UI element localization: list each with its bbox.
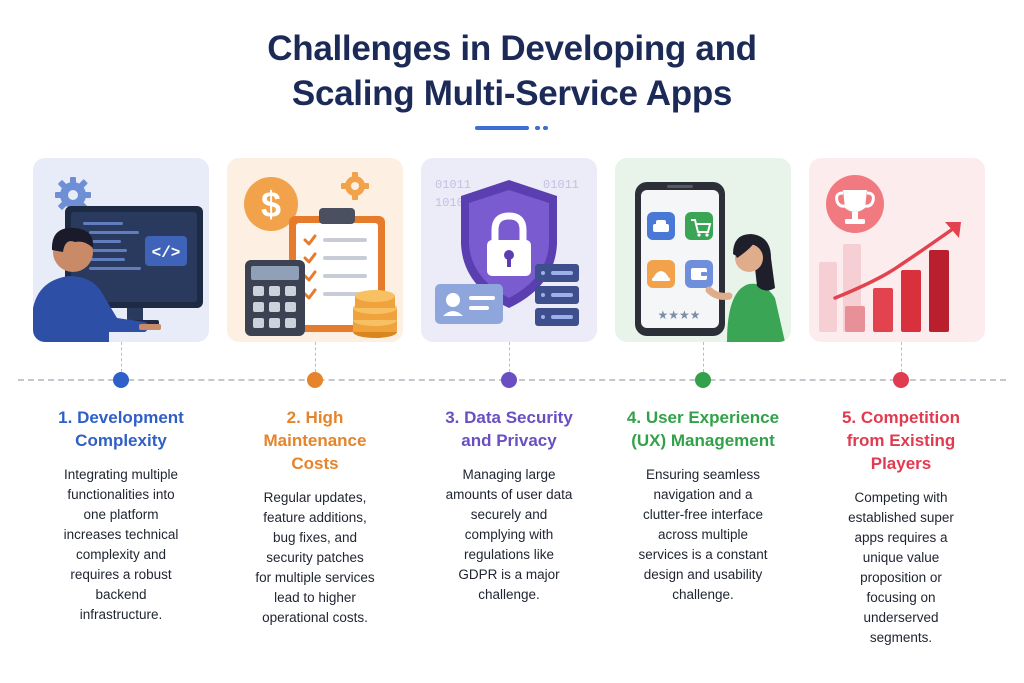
- step-description: Ensuring seamless navigation and a clutt…: [638, 467, 768, 602]
- step-description: Managing large amounts of user data secu…: [445, 467, 573, 602]
- dollar-coin-icon: $: [244, 177, 298, 231]
- card-development-complexity: </>: [33, 158, 209, 342]
- server-icon: [535, 264, 579, 326]
- title-accent-bar: [475, 126, 529, 130]
- step-user-experience: 4. User Experience (UX) Management Ensur…: [608, 406, 798, 605]
- step-development-complexity: 1. Development Complexity Integrating mu…: [26, 406, 216, 625]
- monitor-icon: </>: [65, 206, 203, 326]
- card-high-maintenance-costs: $: [227, 158, 403, 342]
- step-title: 3. Data Security and Privacy: [445, 408, 573, 450]
- timeline-connector: [703, 342, 704, 372]
- card-competition: [809, 158, 985, 342]
- step-title: 2. High Maintenance Costs: [263, 408, 367, 473]
- timeline-connector: [121, 342, 122, 372]
- woman-person: [705, 234, 785, 342]
- coin-stack-icon: [353, 290, 397, 338]
- gear-icon: [341, 172, 369, 200]
- step-title: 4. User Experience (UX) Management: [626, 408, 780, 450]
- page-title-line-1: Challenges in Developing and: [267, 29, 757, 68]
- title-accent-dot: [543, 126, 548, 130]
- calculator-icon: [245, 260, 305, 336]
- timeline-node-2: [307, 372, 323, 388]
- step-competition: 5. Competition from Existing Players Com…: [806, 406, 996, 648]
- timeline-connector: [509, 342, 510, 372]
- code-icon: </>: [152, 244, 181, 262]
- timeline-connector: [901, 342, 902, 372]
- step-description: Regular updates, feature additions, bug …: [255, 490, 375, 625]
- svg-text:01011: 01011: [543, 178, 579, 192]
- food-service-icon: [647, 260, 675, 288]
- page-title: Challenges in Developing and Scaling Mul…: [0, 26, 1024, 116]
- shopping-cart-icon: [685, 212, 713, 240]
- car-app-icon: [647, 212, 675, 240]
- timeline-node-3: [501, 372, 517, 388]
- timeline-node-5: [893, 372, 909, 388]
- rating-stars-icon: ★★★★: [657, 308, 700, 322]
- growth-chart-icon: [833, 222, 961, 332]
- timeline-node-1: [113, 372, 129, 388]
- padlock-icon: [487, 212, 531, 276]
- step-description: Integrating multiple functionalities int…: [63, 467, 179, 622]
- step-data-security: 3. Data Security and Privacy Managing la…: [414, 406, 604, 605]
- developer-person: [33, 227, 161, 342]
- wallet-icon: [685, 260, 713, 288]
- competition-illustration: [819, 175, 961, 332]
- maintenance-cost-illustration: $: [244, 172, 397, 338]
- svg-text:$: $: [261, 184, 281, 225]
- id-card-icon: [435, 284, 503, 324]
- timeline-node-4: [695, 372, 711, 388]
- ux-illustration: ★★★★: [635, 182, 785, 342]
- step-description: Competing with established super apps re…: [848, 490, 954, 645]
- svg-text:01011: 01011: [435, 178, 471, 192]
- timeline-connector: [315, 342, 316, 372]
- trophy-icon: [826, 175, 884, 233]
- step-title: 1. Development Complexity: [58, 408, 184, 450]
- card-user-experience: ★★★★: [615, 158, 791, 342]
- step-high-maintenance-costs: 2. High Maintenance Costs Regular update…: [220, 406, 410, 628]
- security-illustration: 01011 10101 01011: [435, 178, 579, 326]
- arrow-up-icon: [945, 222, 961, 238]
- card-data-security: 01011 10101 01011: [421, 158, 597, 342]
- step-title: 5. Competition from Existing Players: [841, 408, 961, 473]
- page-title-line-2: Scaling Multi-Service Apps: [291, 74, 733, 113]
- title-accent-dot: [535, 126, 540, 130]
- developer-illustration: </>: [33, 177, 203, 342]
